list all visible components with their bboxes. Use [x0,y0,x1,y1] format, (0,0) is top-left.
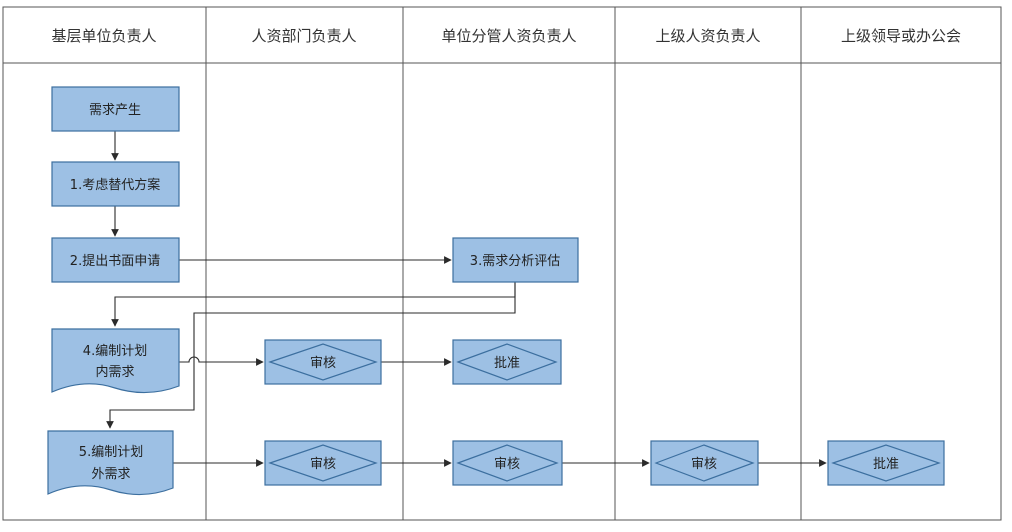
node-review-upper-hr-5-label: 审核 [691,457,717,472]
node-approve-leader-5-label: 批准 [873,457,899,472]
arrow-step3-to-step4 [111,282,516,327]
lane-header-leader: 上级领导或办公会 [841,27,961,45]
node-step4-label-1: 4.编制计划 [83,344,147,359]
lane-header-division-hr: 单位分管人资负责人 [441,27,576,45]
node-approve-leader-5 [827,440,945,486]
connectors [106,131,827,467]
node-review-hr-5-label: 审核 [310,457,336,472]
node-step3 [452,237,579,283]
node-step3-label: 3.需求分析评估 [470,254,560,269]
node-review-div-5 [452,440,563,486]
node-approve-div-4 [452,339,562,385]
node-review-upper-hr-5 [650,440,759,486]
node-demand [51,86,180,132]
node-step2 [51,237,180,283]
lane-header-grassroots: 基层单位负责人 [51,27,156,45]
node-step1 [51,161,180,207]
node-approve-div-4-label: 批准 [494,356,520,371]
node-review-hr-5 [264,440,382,486]
node-review-div-5-label: 审核 [494,457,520,472]
swimlane-grid [2,6,1002,521]
arrow-step4-to-review [179,356,264,366]
node-step5-label-1: 5.编制计划 [79,445,143,460]
node-step4 [51,328,180,394]
arrow-step3-to-step5 [106,282,516,429]
node-review-hr-4-label: 审核 [310,356,336,371]
node-step1-label: 1.考虑替代方案 [70,177,160,193]
node-step5-label-2: 外需求 [91,467,130,482]
node-step2-label: 2.提出书面申请 [70,253,160,269]
node-review-hr-4 [264,339,382,385]
lane-header-hr-dept: 人资部门负责人 [251,27,356,45]
lane-headers: 基层单位负责人 人资部门负责人 单位分管人资负责人 上级人资负责人 上级领导或办… [51,27,961,45]
node-step5 [47,430,174,496]
node-demand-label: 需求产生 [89,103,141,118]
process-nodes: 需求产生 1.考虑替代方案 2.提出书面申请 3.需求分析评估 4.编制计划 内… [47,86,945,496]
node-step4-label-2: 内需求 [95,364,134,380]
lane-header-upper-hr: 上级人资负责人 [655,27,760,45]
